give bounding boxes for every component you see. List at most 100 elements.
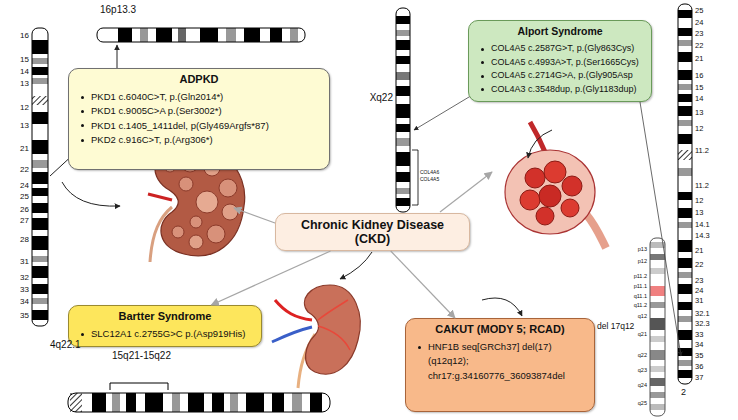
- illustration-part: [396, 152, 410, 166]
- illustration-part: [650, 404, 665, 410]
- chromosome-label: p13: [638, 246, 647, 253]
- glomerulus-illustration: [505, 122, 606, 248]
- chromosome-label: 15q21-15q22: [112, 350, 171, 362]
- illustration-part: [678, 284, 692, 294]
- illustration-part: [70, 393, 82, 412]
- illustration-part: [678, 4, 692, 384]
- illustration-part: [32, 188, 48, 196]
- chromosome-label: 32.3: [695, 319, 710, 328]
- mutation-text: COL4A5 c.4993A>T, p.(Ser1665Cys): [475, 56, 645, 70]
- illustration-part: [562, 176, 582, 196]
- illustration-part: [219, 179, 237, 197]
- illustration-part: [292, 393, 302, 412]
- illustration-part: [32, 58, 48, 64]
- chromosome-label: q11.1: [634, 293, 647, 300]
- illustration-part: [396, 8, 410, 212]
- chromosome-label: 22: [695, 260, 703, 269]
- illustration-part: [396, 30, 410, 36]
- chromosome-label: 34: [20, 297, 29, 307]
- chromosome-label: 12: [695, 196, 703, 205]
- illustration-part: [678, 258, 692, 268]
- chromosome-label: 32: [20, 273, 29, 283]
- illustration-part: [650, 350, 665, 360]
- illustration-part: [678, 208, 692, 218]
- illustration-part: [196, 191, 218, 213]
- illustration-part: [678, 106, 692, 116]
- chromosome-label: 12: [20, 103, 29, 113]
- illustration-part: [32, 203, 48, 213]
- illustration-part: [678, 272, 692, 278]
- chromosome-label: 24: [695, 286, 703, 295]
- mutation-text: PKD1 c.6040C>T, p.(Gln2014*): [75, 90, 323, 104]
- chromosome-label: 25: [20, 192, 29, 202]
- illustration-part: [272, 393, 284, 412]
- chromosome-ideogram: [678, 4, 692, 384]
- chromosome-label: 22: [20, 165, 29, 175]
- chromosome-label: 35: [20, 311, 29, 321]
- disease-box: ADPKDPKD1 c.6040C>T, p.(Gln2014*)PKD1 c.…: [68, 68, 330, 170]
- illustration-part: [97, 28, 305, 42]
- illustration-part: [678, 10, 692, 18]
- chromosome-label: 27: [20, 216, 29, 226]
- mutation-text: HNF1B seq[GRCh37] del(17)(q12q12); chr17…: [412, 340, 588, 383]
- illustration-part: [32, 78, 48, 84]
- mutation-text: COL4A5 c.2714G>A, p.(Gly905Asp: [475, 69, 645, 83]
- illustration-part: [222, 204, 238, 220]
- illustration-part: [678, 94, 692, 102]
- illustration-part: [179, 177, 193, 191]
- chromosome-label: q21: [638, 331, 647, 338]
- illustration-part: [189, 235, 203, 249]
- mutation-text: PKD1 c.1405_1411del, p(Gly469Argfs*87): [75, 119, 323, 133]
- illustration-part: [32, 40, 48, 54]
- illustration-part: [678, 192, 692, 200]
- illustration-part: [678, 302, 692, 310]
- illustration-part: [412, 150, 418, 205]
- chromosome-label: 36: [695, 362, 703, 371]
- illustration-part: [97, 28, 305, 42]
- chromosome-label: 13: [695, 108, 703, 117]
- chromosome-label: 32.1: [695, 309, 710, 318]
- chromosome-label: 13: [20, 79, 29, 89]
- illustration-part: [678, 168, 692, 176]
- illustration-part: [148, 194, 172, 200]
- mutation-text: SLC12A1 c.2755G>C p.(Asp919His): [75, 327, 255, 341]
- illustration-part: [678, 330, 692, 340]
- mutation-text: PKD1 c.9005C>A p.(Ser3002*): [75, 104, 323, 118]
- illustration-part: [32, 28, 48, 326]
- chromosome-label: 4q22.1: [50, 339, 81, 351]
- chromosome-label: p11.2: [634, 273, 647, 280]
- chromosome-label: 28: [20, 235, 29, 245]
- chromosome-label: del 17q12: [597, 321, 634, 331]
- illustration-part: [678, 28, 692, 36]
- chromosome-label: 14.3: [695, 231, 710, 240]
- illustration-part: [32, 96, 48, 105]
- illustration-part: [678, 120, 692, 126]
- illustration-part: [32, 266, 48, 278]
- illustration-part: [586, 214, 606, 248]
- illustration-part: [396, 40, 410, 50]
- illustration-part: [396, 104, 410, 118]
- illustration-part: [544, 161, 566, 183]
- illustration-part: [207, 225, 225, 243]
- illustration-part: [172, 226, 184, 238]
- illustration-part: [126, 393, 136, 412]
- chromosome-ideogram: [97, 28, 305, 42]
- chromosome-label: q12: [638, 313, 647, 320]
- illustration-part: [310, 393, 322, 412]
- illustration-part: [539, 185, 561, 207]
- box-heading: CAKUT (MODY 5; RCAD): [412, 323, 588, 335]
- chromosome-label: q11.2: [634, 302, 647, 309]
- illustration-part: [650, 254, 665, 260]
- illustration-part: [396, 188, 410, 194]
- illustration-part: [396, 16, 410, 24]
- chromosome-label: q25: [638, 400, 647, 407]
- illustration-part: [32, 298, 48, 304]
- illustration-part: [32, 218, 48, 230]
- illustration-part: [650, 318, 665, 330]
- chromosome-label: 31: [695, 296, 703, 305]
- illustration-part: [530, 122, 545, 152]
- chromosome-label: 14: [20, 67, 29, 77]
- illustration-part: [172, 393, 180, 412]
- illustration-part: [678, 240, 692, 252]
